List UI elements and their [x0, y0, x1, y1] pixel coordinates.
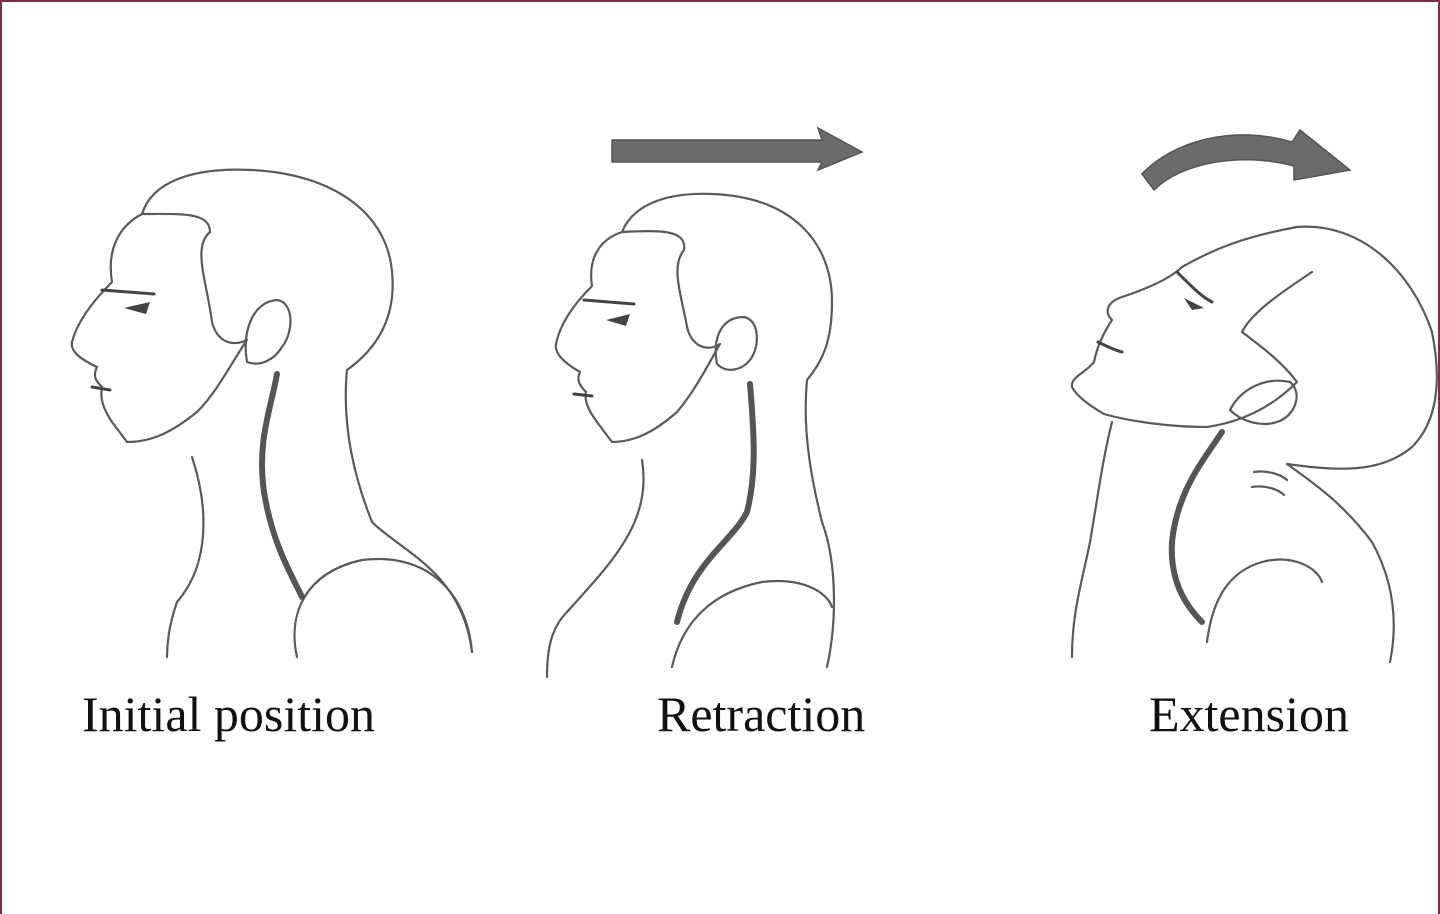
straight-right-arrow-icon [612, 128, 862, 170]
shoulder-outline [672, 581, 832, 667]
eye-icon [1184, 298, 1204, 310]
initial-head-drawing [42, 2, 502, 682]
mouth [92, 387, 110, 390]
neck-fold-2 [1252, 486, 1284, 495]
neck-fold-1 [1254, 471, 1287, 480]
shoulder-outline [295, 559, 472, 657]
caption-initial-position: Initial position [82, 682, 375, 746]
eyebrow [584, 300, 634, 304]
shoulder-outline [1207, 560, 1322, 642]
eye-icon [124, 302, 150, 314]
ear-outline [246, 300, 291, 364]
eye-icon [606, 314, 630, 326]
ear-outline [1230, 381, 1297, 424]
retraction-head-drawing [522, 2, 922, 682]
retraction-figure [522, 2, 922, 682]
extension-figure [1042, 2, 1440, 682]
mouth [1098, 342, 1122, 352]
caption-extension: Extension [1149, 682, 1349, 746]
eyebrow [1177, 272, 1212, 302]
extension-head-drawing [1042, 2, 1440, 682]
eyebrow [102, 290, 154, 294]
cervical-spine-line [1172, 432, 1222, 622]
initial-position-figure [42, 2, 502, 682]
curved-right-arrow-icon [1142, 130, 1350, 190]
front-neck-outline [547, 460, 644, 677]
face-profile-outline [72, 214, 247, 442]
caption-retraction: Retraction [657, 682, 865, 746]
mouth [574, 394, 592, 396]
front-neck-outline [167, 457, 203, 657]
ear-outline [716, 317, 757, 370]
cervical-spine-line [262, 374, 302, 597]
front-neck-outline [1072, 422, 1112, 657]
face-profile-outline [556, 231, 720, 442]
